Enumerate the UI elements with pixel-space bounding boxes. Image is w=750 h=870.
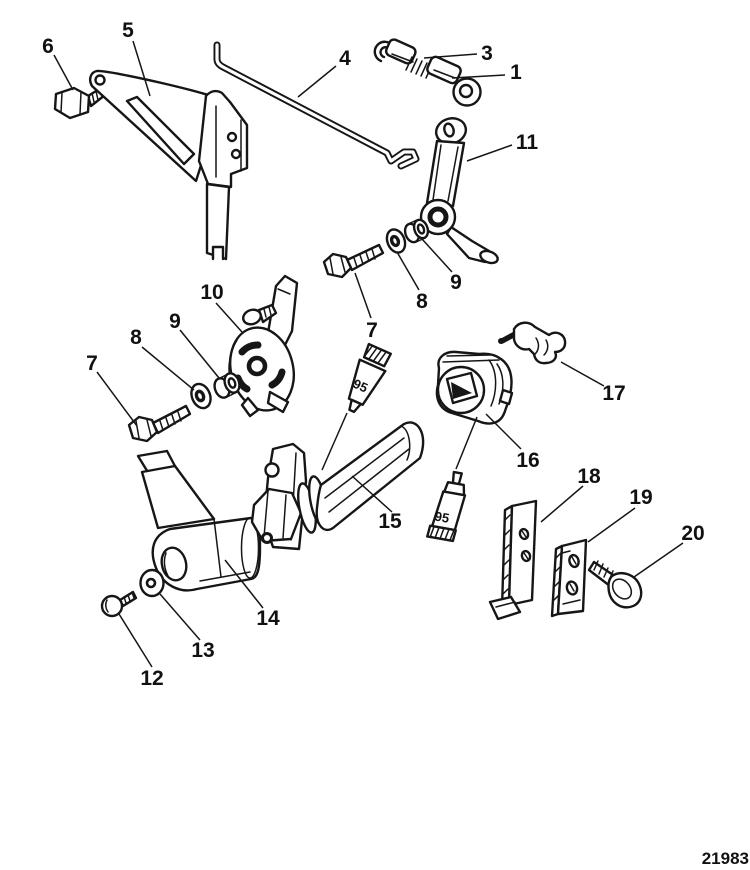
part-9-bushing-upper bbox=[403, 218, 430, 244]
callout-3: 3 bbox=[481, 42, 493, 65]
part-18-link-plate bbox=[488, 499, 538, 621]
sealant-number-a: 95 bbox=[351, 376, 370, 396]
part-11-lever bbox=[419, 117, 499, 265]
callout-5: 5 bbox=[122, 19, 134, 42]
part-7-hex-bolt-lower bbox=[127, 404, 192, 443]
callout-9-lower: 9 bbox=[169, 310, 181, 333]
callout-8-upper: 8 bbox=[416, 290, 428, 313]
part-8-washer-upper bbox=[385, 228, 407, 254]
callout-8-lower: 8 bbox=[130, 326, 142, 349]
callout-labels: 6 5 4 3 1 11 7 8 9 10 9 8 7 12 13 14 15 … bbox=[42, 19, 705, 690]
callout-10: 10 bbox=[200, 281, 223, 304]
part-7-hex-bolt-upper bbox=[322, 243, 385, 279]
callout-leader-lines bbox=[53, 40, 684, 668]
callout-12: 12 bbox=[140, 667, 163, 690]
part-14-shift-lever bbox=[136, 449, 262, 592]
callout-19: 19 bbox=[629, 486, 652, 509]
part-20-flange-bolt bbox=[587, 560, 643, 609]
callout-16: 16 bbox=[516, 449, 539, 472]
part-19-link-plate bbox=[550, 538, 588, 618]
part-15-shaft bbox=[250, 421, 425, 551]
part-10-cam bbox=[228, 274, 299, 418]
callout-4: 4 bbox=[339, 47, 351, 70]
drawing-number: 21983 bbox=[702, 849, 749, 868]
sealant-tube-b: 95 bbox=[426, 470, 467, 543]
leader-sealant-a bbox=[321, 412, 348, 471]
callout-6: 6 bbox=[42, 35, 54, 58]
part-9-bushing-lower bbox=[213, 372, 241, 399]
callout-20: 20 bbox=[681, 522, 704, 545]
callout-7-lower: 7 bbox=[86, 352, 98, 375]
callout-18: 18 bbox=[577, 465, 601, 488]
part-4-link-rod bbox=[213, 41, 420, 170]
callout-7-upper: 7 bbox=[366, 319, 378, 342]
part-16-cam-follower bbox=[435, 350, 514, 425]
callout-17: 17 bbox=[602, 382, 625, 405]
sealant-number-b: 95 bbox=[434, 509, 451, 526]
callout-1: 1 bbox=[510, 61, 522, 84]
part-13-washer bbox=[139, 568, 165, 598]
callout-14: 14 bbox=[256, 607, 280, 630]
part-17-retainer-clip bbox=[498, 321, 567, 365]
part-8-washer-lower bbox=[190, 382, 212, 410]
callout-15: 15 bbox=[378, 510, 402, 533]
callout-13: 13 bbox=[191, 639, 214, 662]
callout-11: 11 bbox=[516, 131, 539, 154]
sealant-tube-a: 95 bbox=[347, 342, 392, 414]
part-5-mounting-bracket bbox=[89, 69, 249, 261]
leader-sealant-b bbox=[455, 416, 478, 470]
part-3-swivel-and-part-1-link bbox=[373, 38, 482, 107]
callout-9-upper: 9 bbox=[450, 271, 462, 294]
part-12-screw bbox=[100, 590, 138, 618]
